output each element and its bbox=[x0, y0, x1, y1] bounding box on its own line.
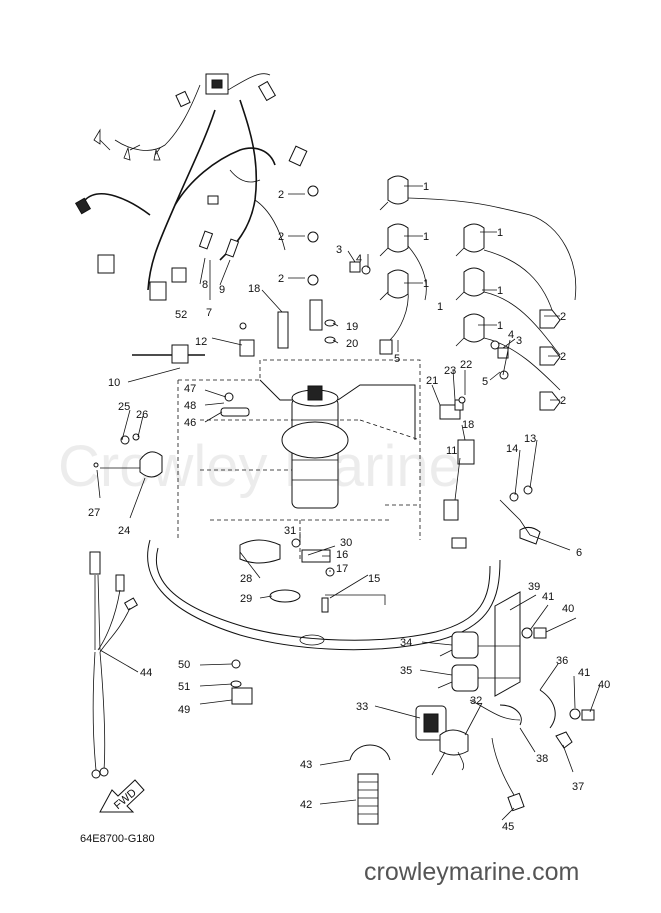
website-watermark: crowleymarine.com bbox=[364, 858, 579, 886]
callout-37: 37 bbox=[572, 781, 584, 793]
callout-51: 51 bbox=[178, 681, 190, 693]
callout-11: 11 bbox=[446, 445, 457, 457]
callout-1: 1 bbox=[497, 285, 503, 297]
callout-27: 27 bbox=[88, 507, 100, 519]
callout-35: 35 bbox=[400, 665, 412, 677]
callout-5: 5 bbox=[482, 376, 488, 388]
callout-46: 46 bbox=[184, 417, 196, 429]
callout-3: 3 bbox=[336, 244, 342, 256]
callout-45: 45 bbox=[502, 821, 514, 833]
callout-4: 4 bbox=[508, 329, 514, 341]
callout-1: 1 bbox=[497, 320, 503, 332]
callout-1: 1 bbox=[423, 231, 429, 243]
callout-40: 40 bbox=[562, 603, 574, 615]
callout-33: 33 bbox=[356, 701, 368, 713]
callout-18: 18 bbox=[462, 419, 474, 431]
callout-15: 15 bbox=[368, 573, 380, 585]
callout-1: 1 bbox=[423, 278, 429, 290]
callout-47: 47 bbox=[184, 383, 196, 395]
callout-31: 31 bbox=[284, 525, 296, 537]
callout-4: 4 bbox=[356, 253, 362, 265]
callout-7: 7 bbox=[206, 307, 212, 319]
callout-2: 2 bbox=[278, 231, 284, 243]
watermark: Crowley Marine bbox=[58, 434, 461, 499]
callout-16: 16 bbox=[336, 549, 348, 561]
callout-3: 3 bbox=[516, 335, 522, 347]
lead-wire-44 bbox=[89, 551, 139, 779]
callout-49: 49 bbox=[178, 704, 190, 716]
callout-17: 17 bbox=[336, 563, 348, 575]
callout-34: 34 bbox=[400, 637, 412, 649]
callout-1: 1 bbox=[423, 181, 429, 193]
callout-1: 1 bbox=[437, 301, 443, 313]
callout-29: 29 bbox=[240, 593, 252, 605]
callout-39: 39 bbox=[528, 581, 540, 593]
callout-30: 30 bbox=[340, 537, 352, 549]
fuse-parts bbox=[349, 744, 391, 825]
callout-41: 41 bbox=[578, 667, 590, 679]
callout-23: 23 bbox=[444, 365, 456, 377]
callout-18: 18 bbox=[248, 283, 260, 295]
callout-8: 8 bbox=[202, 279, 208, 291]
callout-25: 25 bbox=[118, 401, 130, 413]
callout-32: 32 bbox=[470, 695, 482, 707]
fwd-arrow: FWD bbox=[99, 779, 145, 813]
callout-10: 10 bbox=[108, 377, 120, 389]
callout-2: 2 bbox=[278, 273, 284, 285]
callout-12: 12 bbox=[195, 336, 207, 348]
callout-19: 19 bbox=[346, 321, 358, 333]
small-parts bbox=[93, 185, 541, 705]
callout-labels: 1 1 1 1 1 1 1 2 2 2 2 2 2 3 3 4 4 5 5 6 … bbox=[88, 181, 610, 833]
callout-6: 6 bbox=[576, 547, 582, 559]
callout-2: 2 bbox=[560, 351, 566, 363]
callout-5: 5 bbox=[394, 353, 400, 365]
callout-52: 52 bbox=[175, 309, 187, 321]
callout-40: 40 bbox=[598, 679, 610, 691]
callout-44: 44 bbox=[140, 667, 152, 679]
starter-motor bbox=[259, 379, 416, 509]
callout-14: 14 bbox=[506, 443, 518, 455]
callout-38: 38 bbox=[536, 753, 548, 765]
callout-2: 2 bbox=[560, 311, 566, 323]
leader-lines bbox=[96, 185, 601, 821]
ignition-coils bbox=[379, 175, 577, 411]
bottom-cowling bbox=[147, 359, 501, 651]
callout-20: 20 bbox=[346, 338, 358, 350]
relay-group bbox=[415, 591, 595, 812]
callout-28: 28 bbox=[240, 573, 252, 585]
callout-42: 42 bbox=[300, 799, 312, 811]
callout-50: 50 bbox=[178, 659, 190, 671]
callout-2: 2 bbox=[560, 395, 566, 407]
callout-1: 1 bbox=[497, 227, 503, 239]
callout-43: 43 bbox=[300, 759, 312, 771]
callout-21: 21 bbox=[426, 375, 438, 387]
callout-2: 2 bbox=[278, 189, 284, 201]
diagram-code: 64E8700-G180 bbox=[80, 833, 155, 845]
callout-24: 24 bbox=[118, 525, 130, 537]
callout-48: 48 bbox=[184, 400, 196, 412]
callout-22: 22 bbox=[460, 359, 472, 371]
callout-36: 36 bbox=[556, 655, 568, 667]
callout-26: 26 bbox=[136, 409, 148, 421]
callout-41: 41 bbox=[542, 591, 554, 603]
callout-13: 13 bbox=[524, 433, 536, 445]
wire-harness bbox=[74, 73, 308, 301]
callout-9: 9 bbox=[219, 284, 225, 296]
